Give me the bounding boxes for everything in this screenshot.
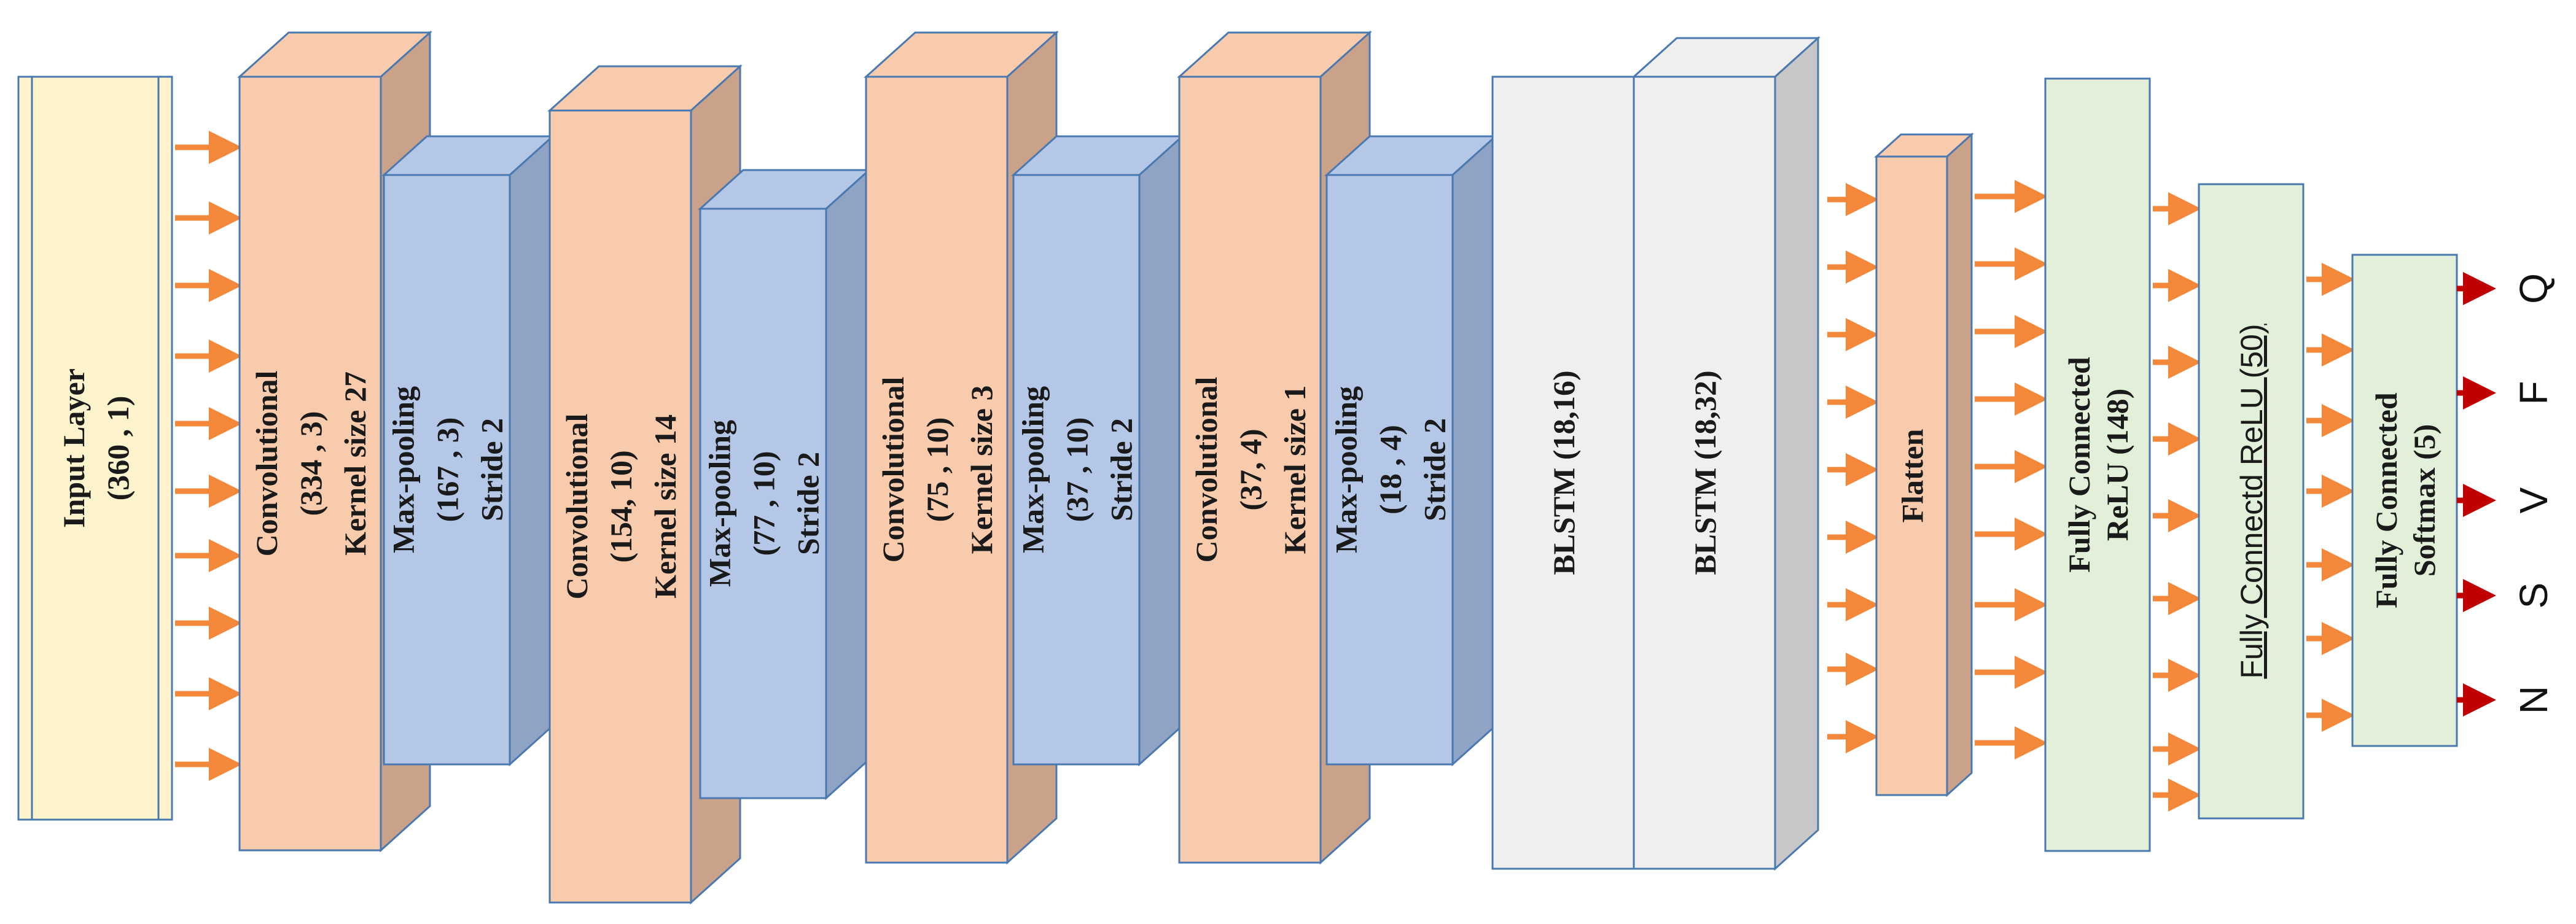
layer-conv4-label-line: Kernel size 1 [1278,386,1312,554]
layer-pool2-label-line: Stride 2 [791,452,825,555]
layer-pool2-side-face [825,168,870,801]
layer-conv4-front-face [1178,76,1322,864]
layer-conv4-label-line: (37, 4) [1233,429,1268,510]
layer-pool3-side-face [1138,134,1184,767]
layer-conv3: Convolutional (75 , 10) Kernel size 3 [864,30,1059,865]
layer-blstm1: BLSTM (18,16) [1491,76,1635,870]
layer-fc2-label-line: Fully Connectd ReLU (50) [2234,324,2269,678]
layer-conv2-front-face [548,109,692,904]
layer-pool1-side-face [509,134,554,767]
layer-conv4-label-line: Convolutional [1189,376,1224,562]
layer-input-front-face [17,76,173,821]
layer-fc3-label-line: Softmax (5) [2407,424,2441,577]
layer-blstm1-label-line: BLSTM (18,16) [1547,370,1581,575]
layer-pool2-label-line: (77 , 10) [747,451,781,556]
layer-input: Input Layer (360 , 1) [17,76,173,821]
layer-flatten: Flatten [1874,132,1974,798]
layer-pool1-front-face [383,174,511,766]
layer-pool2: Max-pooling (77 , 10) Stride 2 [698,168,872,801]
layer-fc2-front-face [2198,183,2305,820]
layer-pool1-label-line: Stride 2 [475,418,509,521]
layer-pool1-label: Max-pooling (167 , 3) Stride 2 [386,386,509,553]
layer-pool4-label-line: Max-pooling [1329,386,1364,553]
layer-fc2-label: Fully Connectd ReLU (50) [2234,324,2269,678]
output-class-q: Q [2512,273,2556,304]
layer-pool2-front-face [699,208,827,799]
layer-input-label: Input Layer (360 , 1) [57,368,135,528]
layer-conv1-front-face [238,76,382,852]
layer-input-label-line: Input Layer [57,368,91,528]
layer-pool4-label: Max-pooling (18 , 4) Stride 2 [1329,386,1452,553]
layer-conv2-label: Convolutional (154, 10) Kernel size 14 [560,413,682,599]
layer-pool3-label-line: Stride 2 [1104,418,1139,521]
layer-flatten-front-face [1875,155,1948,796]
layer-blstm2-side-face [1774,36,1819,871]
layer-blstm2-label-line: BLSTM (18,32) [1688,370,1722,575]
layer-fc1-front-face [2044,77,2151,852]
layer-flatten-side-face [1946,132,1973,798]
layer-conv1-label-line: Convolutional [249,370,284,556]
layer-pool3: Max-pooling (37 , 10) Stride 2 [1011,134,1185,767]
layer-blstm2-label: BLSTM (18,32) [1688,370,1722,575]
layer-conv1-label-line: Kernel size 27 [338,371,372,556]
layer-blstm2-front-face [1633,76,1776,870]
output-class-s: S [2512,583,2556,609]
layer-conv3-label: Convolutional (75 , 10) Kernel size 3 [876,376,999,562]
layer-pool4-label-line: Stride 2 [1418,418,1452,521]
layer-fc1-label-line: ReLU (148) [2100,389,2134,542]
layer-conv4-label: Convolutional (37, 4) Kernel size 1 [1189,376,1312,562]
layer-blstm1-front-face [1491,76,1635,870]
layer-conv2-label-line: Convolutional [560,413,594,599]
layer-blstm1-label: BLSTM (18,16) [1547,370,1581,575]
layer-conv3-label-line: Kernel size 3 [964,386,999,554]
layer-conv2-label-line: Kernel size 14 [648,414,682,599]
layer-pool3-front-face [1012,174,1141,766]
layer-pool1-label-line: Max-pooling [386,386,421,553]
layer-pool3-label-line: (37 , 10) [1060,417,1095,522]
layer-pool4-label-line: (18 , 4) [1373,425,1408,514]
layer-pool3-label: Max-pooling (37 , 10) Stride 2 [1016,386,1139,553]
layer-conv2-label-line: (154, 10) [604,450,638,562]
layer-fc1-label-line: Fully Connected [2062,357,2096,573]
layer-pool2-label: Max-pooling (77 , 10) Stride 2 [703,420,825,587]
layer-blocks: Input Layer (360 , 1) Convolutional (334 , … [17,30,2458,905]
layer-pool1: Max-pooling (167 , 3) Stride 2 [381,134,555,767]
layer-input-label-line: (360 , 1) [101,396,135,501]
layer-pool4-side-face [1451,134,1497,767]
layer-conv1-label: Convolutional (334 , 3) Kernel size 27 [249,370,372,556]
layer-flatten-label: Flatten [1895,429,1930,522]
layer-pool2-label-line: Max-pooling [703,420,737,587]
output-classes: Q F V S N [2457,272,2556,716]
layer-blstm2: BLSTM (18,32) [1631,36,1821,871]
layer-flatten-label-line: Flatten [1895,429,1930,522]
layer-pool4: Max-pooling (18 , 4) Stride 2 [1324,134,1498,767]
layer-conv3-label-line: Convolutional [876,376,910,562]
output-class-v: V [2512,487,2556,513]
output-class-f: F [2512,381,2556,405]
layer-conv3-front-face [865,76,1009,864]
layer-pool3-label-line: Max-pooling [1016,386,1050,553]
layer-conv3-label-line: (75 , 10) [920,417,954,522]
output-class-n: N [2512,686,2556,714]
layer-fc3-label-line: Fully Connected [2369,392,2403,608]
layer-fc2: Fully Connectd ReLU (50) [2198,183,2305,820]
layer-conv1-label-line: (334 , 3) [294,411,328,516]
layer-pool4-front-face [1325,174,1454,766]
layer-pool1-label-line: (167 , 3) [431,417,465,522]
connection-arrows [175,131,2355,812]
